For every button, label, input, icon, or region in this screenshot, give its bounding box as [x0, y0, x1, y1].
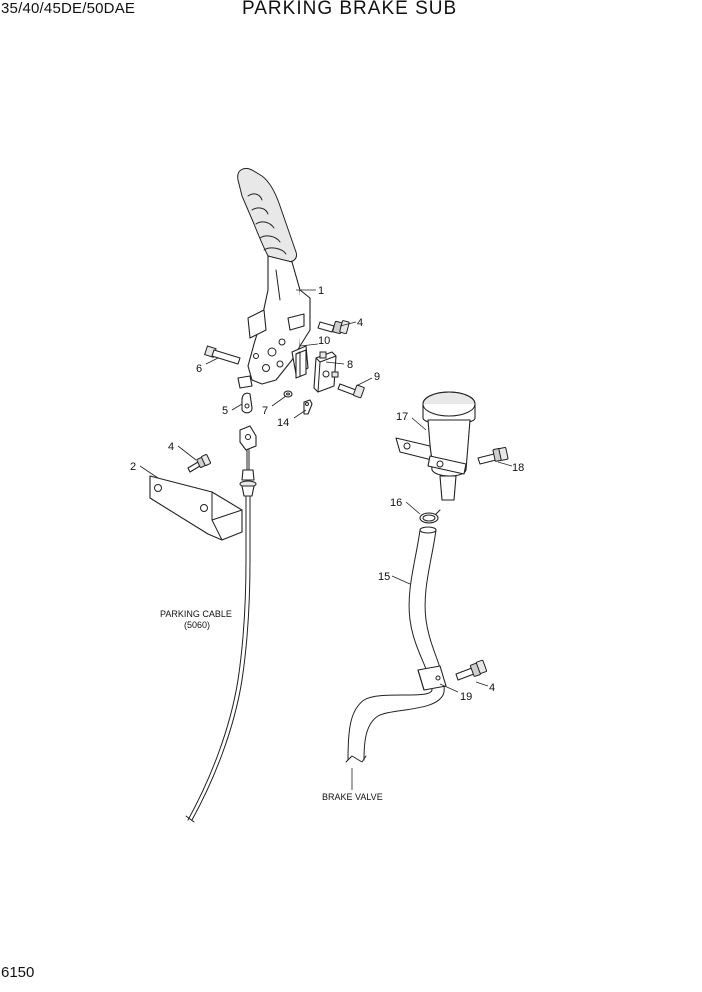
clamp-16 — [419, 509, 441, 524]
washer-7 — [283, 390, 293, 398]
callout-4-left: 4 — [168, 441, 174, 453]
page-number: 6150 — [1, 964, 35, 981]
screw-9 — [337, 383, 365, 399]
parking-cable-label: PARKING CABLE — [160, 609, 232, 619]
callout-8: 8 — [347, 359, 353, 371]
hose-15 — [345, 526, 445, 763]
bolt-18 — [477, 446, 509, 465]
callout-10: 10 — [318, 335, 330, 347]
reservoir-tank-17 — [395, 391, 476, 501]
bolt-4-left — [187, 454, 212, 473]
callout-2: 2 — [130, 461, 136, 473]
model-label: 35/40/45DE/50DAE — [1, 0, 136, 17]
callout-19: 19 — [460, 691, 472, 703]
callout-4-lower: 4 — [489, 682, 495, 694]
clevis-5 — [237, 375, 253, 414]
callout-1: 1 — [318, 285, 324, 297]
callout-15: 15 — [378, 571, 390, 583]
callout-14: 14 — [277, 417, 289, 429]
parking-cable-ref: (5060) — [184, 620, 210, 630]
bolt-6 — [204, 345, 241, 365]
pin-14 — [303, 399, 313, 415]
switch-8 — [313, 351, 339, 393]
parking-brake-lever — [237, 167, 311, 385]
callout-16: 16 — [390, 497, 402, 509]
callout-5: 5 — [222, 405, 228, 417]
bracket-2 — [149, 475, 243, 541]
page-title: PARKING BRAKE SUB — [242, 0, 458, 19]
callout-7: 7 — [262, 405, 268, 417]
brake-valve-label: BRAKE VALVE — [322, 792, 383, 802]
parking-cable — [185, 425, 257, 823]
callout-9: 9 — [374, 371, 380, 383]
bolt-4-lower — [455, 659, 488, 681]
clip-19 — [417, 665, 447, 691]
bolt-4-upper — [317, 320, 350, 335]
callout-18: 18 — [512, 462, 524, 474]
callout-6: 6 — [196, 363, 202, 375]
plate-10 — [295, 349, 307, 379]
callout-4-upper: 4 — [357, 317, 363, 329]
callout-17: 17 — [396, 411, 408, 423]
leader-lines — [139, 289, 513, 790]
